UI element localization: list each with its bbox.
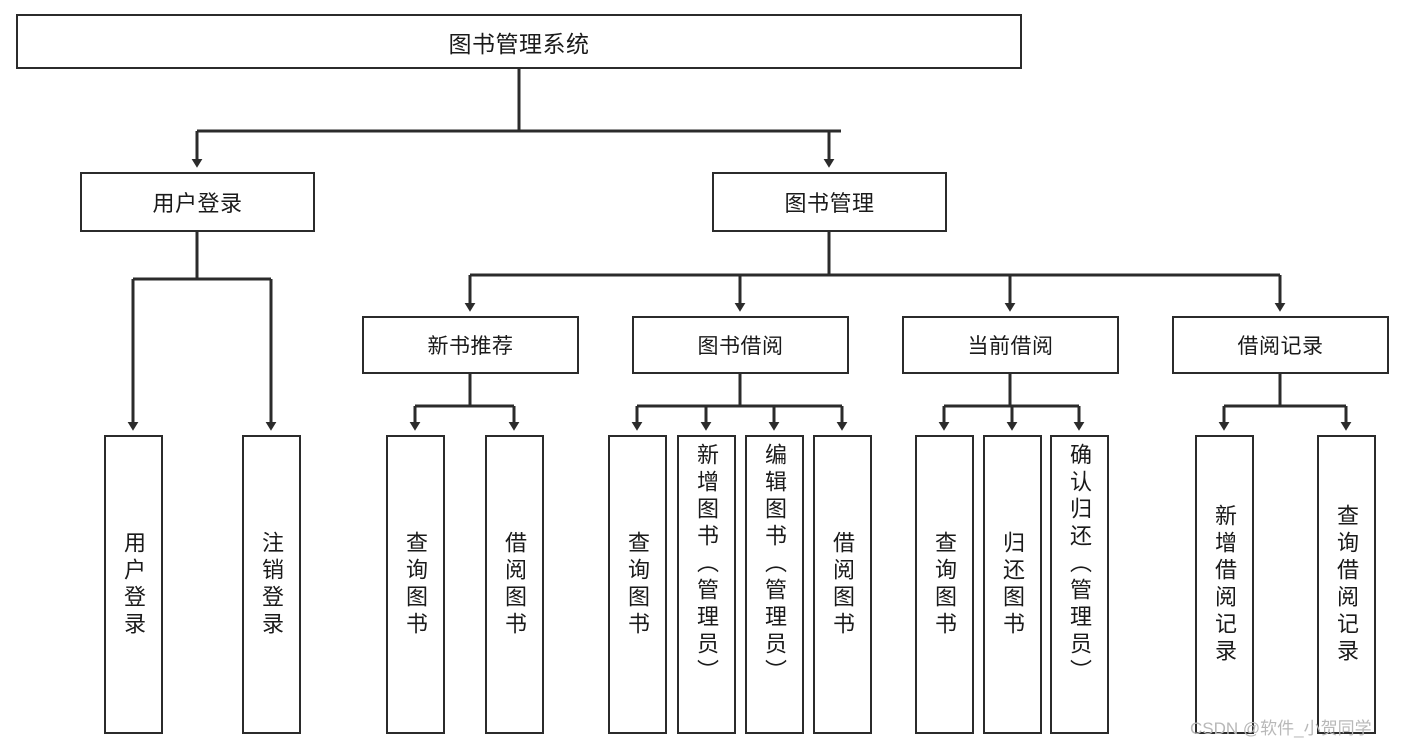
leaf-query-borrow-record-label: 查询借阅记录 (1334, 503, 1360, 666)
node-root[interactable]: 图书管理系统 (16, 14, 1022, 69)
leaf-edit-book-label: 编辑图书（管理员） (762, 443, 788, 686)
leaf-add-borrow-record[interactable]: 新增借阅记录 (1195, 435, 1254, 734)
leaf-add-book[interactable]: 新增图书（管理员） (677, 435, 736, 734)
node-user-login[interactable]: 用户登录 (80, 172, 315, 232)
leaf-borrow-book-recommend-label: 借阅图书 (502, 530, 528, 639)
leaf-confirm-return[interactable]: 确认归还（管理员） (1050, 435, 1109, 734)
leaf-query-book-recommend-label: 查询图书 (403, 530, 429, 639)
node-user-login-label: 用户登录 (152, 191, 243, 216)
leaf-user-login-label: 用户登录 (121, 530, 147, 639)
leaf-query-book-borrow-label: 查询图书 (625, 530, 651, 639)
leaf-query-book-current[interactable]: 查询图书 (915, 435, 974, 734)
leaf-logout[interactable]: 注销登录 (242, 435, 301, 734)
leaf-borrow-book-label: 借阅图书 (830, 530, 856, 639)
node-book-borrow-label: 图书借阅 (697, 335, 784, 358)
node-borrow-record-label: 借阅记录 (1237, 335, 1324, 358)
leaf-user-login[interactable]: 用户登录 (104, 435, 163, 734)
leaf-query-borrow-record[interactable]: 查询借阅记录 (1317, 435, 1376, 734)
leaf-query-book-current-label: 查询图书 (932, 530, 958, 639)
node-current-borrow-label: 当前借阅 (967, 335, 1054, 358)
node-book-management[interactable]: 图书管理 (712, 172, 947, 232)
leaf-add-borrow-record-label: 新增借阅记录 (1212, 503, 1238, 666)
leaf-borrow-book[interactable]: 借阅图书 (813, 435, 872, 734)
leaf-return-book[interactable]: 归还图书 (983, 435, 1042, 734)
leaf-query-book-borrow[interactable]: 查询图书 (608, 435, 667, 734)
node-book-borrow[interactable]: 图书借阅 (632, 316, 849, 374)
node-root-label: 图书管理系统 (448, 30, 590, 57)
leaf-return-book-label: 归还图书 (1000, 530, 1026, 639)
leaf-query-book-recommend[interactable]: 查询图书 (386, 435, 445, 734)
leaf-confirm-return-label: 确认归还（管理员） (1067, 443, 1093, 686)
leaf-logout-label: 注销登录 (259, 530, 285, 639)
node-new-book-recommend-label: 新书推荐 (427, 335, 514, 358)
node-borrow-record[interactable]: 借阅记录 (1172, 316, 1389, 374)
leaf-edit-book[interactable]: 编辑图书（管理员） (745, 435, 804, 734)
leaf-borrow-book-recommend[interactable]: 借阅图书 (485, 435, 544, 734)
node-book-management-label: 图书管理 (784, 191, 875, 216)
node-current-borrow[interactable]: 当前借阅 (902, 316, 1119, 374)
leaf-add-book-label: 新增图书（管理员） (694, 443, 720, 686)
watermark: CSDN @软件_小贺同学 (1190, 719, 1372, 738)
node-new-book-recommend[interactable]: 新书推荐 (362, 316, 579, 374)
